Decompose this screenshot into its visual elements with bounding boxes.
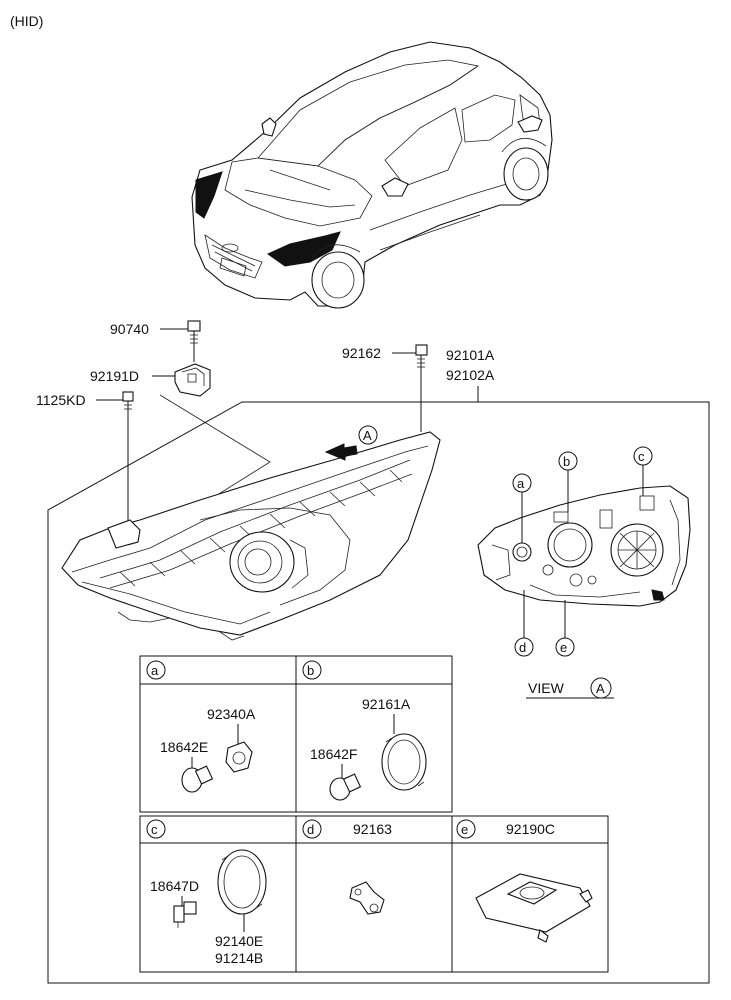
label-92162: 92162 bbox=[342, 345, 381, 361]
label-92161A: 92161A bbox=[362, 696, 411, 712]
label-92163: 92163 bbox=[353, 821, 392, 837]
bulb-18642F-icon bbox=[329, 773, 362, 801]
cell-a-letter: a bbox=[151, 663, 159, 678]
view-letter-c: c bbox=[638, 449, 645, 464]
hid-bulb-icon bbox=[173, 901, 197, 928]
view-letter-a: a bbox=[517, 476, 525, 491]
label-18647D: 18647D bbox=[150, 878, 199, 894]
bolt-right-icon bbox=[415, 344, 428, 370]
label-92101A: 92101A bbox=[446, 347, 495, 363]
label-92102A: 92102A bbox=[446, 367, 495, 383]
cell-b-letter: b bbox=[307, 663, 314, 678]
label-92191D: 92191D bbox=[90, 368, 139, 384]
cell-b: b 92161A 18642F bbox=[302, 660, 427, 801]
car-illustration bbox=[191, 41, 553, 309]
label-92190C: 92190C bbox=[506, 821, 555, 837]
view-arrow: A bbox=[324, 425, 378, 461]
view-letter-d: d bbox=[519, 640, 526, 655]
view-caption-text: VIEW bbox=[528, 680, 565, 696]
view-letter-b: b bbox=[563, 454, 570, 469]
view-letters: a b c d e bbox=[512, 446, 653, 657]
drl-hatching bbox=[99, 459, 413, 589]
upper-callouts: 90740 92191D 1125KD bbox=[36, 320, 495, 541]
screw-icon bbox=[187, 320, 201, 345]
ballast-92190C-icon bbox=[475, 873, 593, 943]
bulb-18642E-icon bbox=[181, 765, 214, 793]
ring-92140E-icon bbox=[217, 849, 267, 915]
cell-c-letter: c bbox=[151, 822, 158, 837]
label-18642F: 18642F bbox=[310, 746, 357, 762]
view-caption: VIEW A bbox=[526, 677, 614, 699]
view-arrow-letter: A bbox=[363, 428, 372, 443]
cell-e: e 92190C bbox=[456, 819, 593, 943]
view-caption-letter: A bbox=[596, 681, 605, 696]
socket-92340A-icon bbox=[225, 741, 253, 773]
cell-c: c 18647D 92140E 91214B bbox=[146, 819, 267, 966]
label-1125KD: 1125KD bbox=[36, 392, 86, 408]
label-91214B: 91214B bbox=[215, 950, 263, 966]
label-90740: 90740 bbox=[110, 321, 149, 337]
ring-92161A-icon bbox=[381, 733, 427, 791]
headlamp-assembly bbox=[61, 431, 441, 641]
bolt-left-icon bbox=[122, 391, 134, 414]
cell-a: a 92340A 18642E bbox=[146, 660, 256, 793]
detail-table bbox=[139, 655, 609, 973]
cell-d-letter: d bbox=[307, 822, 314, 837]
cell-d: d 92163 bbox=[302, 819, 392, 915]
cell-e-letter: e bbox=[461, 822, 468, 837]
view-letter-e: e bbox=[560, 640, 567, 655]
view-a-drawing bbox=[477, 485, 691, 607]
label-92340A: 92340A bbox=[207, 706, 256, 722]
label-18642E: 18642E bbox=[160, 739, 208, 755]
diagram-title: (HID) bbox=[10, 13, 43, 29]
connector-92163-icon bbox=[349, 881, 385, 915]
bracket-icon bbox=[174, 363, 211, 397]
label-92140E: 92140E bbox=[215, 933, 263, 949]
